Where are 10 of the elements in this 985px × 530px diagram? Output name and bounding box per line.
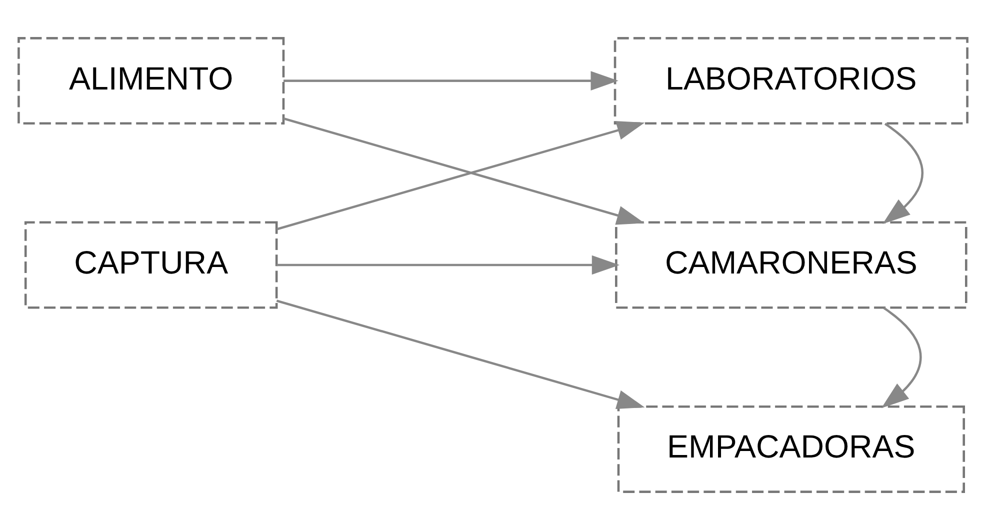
arrow bbox=[283, 71, 618, 90]
node-box: CAPTURA bbox=[24, 221, 278, 309]
node-box: EMPACADORAS bbox=[616, 405, 964, 493]
arrow bbox=[276, 255, 620, 275]
arrow bbox=[882, 122, 924, 224]
node-box: CAMARONERAS bbox=[614, 221, 967, 309]
node-box: ALIMENTO bbox=[17, 37, 284, 125]
arrow bbox=[276, 300, 644, 410]
arrow bbox=[880, 307, 922, 408]
node-box: LABORATORIOS bbox=[613, 37, 968, 125]
